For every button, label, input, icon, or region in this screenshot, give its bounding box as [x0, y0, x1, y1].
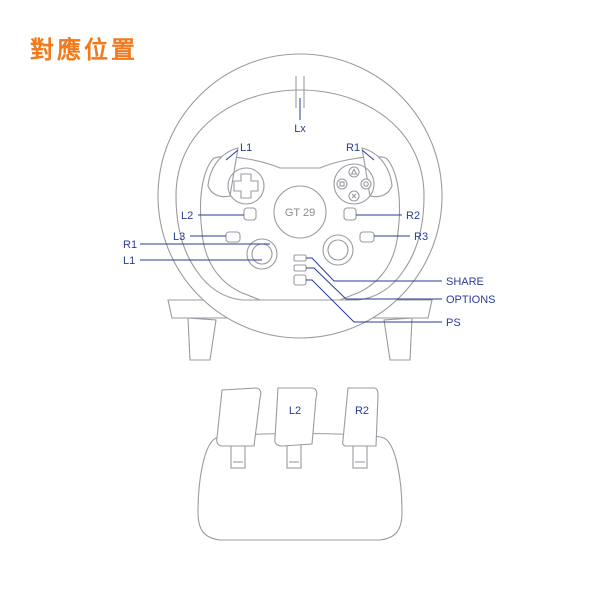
callout-lines — [140, 98, 442, 323]
label-l1-left: L1 — [123, 255, 135, 267]
steering-wheel: GT 29 — [157, 53, 443, 339]
callout-share — [306, 257, 442, 282]
callout-r1-top — [361, 149, 375, 161]
l3-button[interactable] — [225, 231, 241, 243]
label-ps: PS — [446, 317, 461, 329]
brake-pedal[interactable] — [274, 387, 318, 447]
label-r3: R3 — [414, 231, 428, 243]
label-share: SHARE — [446, 276, 484, 288]
triangle-icon — [350, 168, 358, 175]
circle-button[interactable] — [360, 178, 372, 190]
right-rotary-dial[interactable] — [322, 234, 354, 266]
callout-l1-top — [225, 149, 239, 161]
dpad-ring — [227, 167, 265, 205]
pedal-base — [197, 432, 403, 541]
label-pedal-r2: R2 — [355, 405, 369, 417]
label-l3: L3 — [173, 231, 185, 243]
label-r2: R2 — [406, 210, 420, 222]
face-button-ring — [333, 163, 375, 205]
label-pedal-l2: L2 — [289, 405, 301, 417]
callout-ps — [306, 279, 442, 323]
pedal-unit — [197, 387, 403, 541]
label-l1-top: L1 — [240, 142, 252, 154]
throttle-pedal[interactable] — [342, 387, 379, 447]
label-l2: L2 — [181, 210, 193, 222]
r3-button[interactable] — [359, 231, 375, 243]
circle-icon — [363, 181, 369, 187]
square-button[interactable] — [336, 178, 348, 190]
ps-button[interactable] — [293, 274, 307, 286]
cross-icon — [351, 193, 357, 199]
l2-button[interactable] — [243, 207, 257, 221]
label-lx: Lx — [294, 123, 306, 135]
hub-logo-text: GT 29 — [285, 207, 315, 219]
label-r1-left: R1 — [123, 239, 137, 251]
left-stand-leg — [187, 317, 217, 361]
label-r1-top: R1 — [346, 142, 360, 154]
dpad-icon[interactable] — [233, 173, 259, 199]
left-rotary-dial[interactable] — [246, 238, 278, 270]
page-title: 對應位置 — [30, 36, 138, 64]
share-button[interactable] — [293, 254, 307, 262]
right-rotary-dial-inner — [327, 239, 349, 261]
options-button[interactable] — [293, 264, 307, 272]
callout-options — [306, 267, 442, 300]
square-icon — [339, 181, 345, 187]
clutch-pedal[interactable] — [216, 387, 262, 447]
center-hub — [273, 185, 327, 239]
label-options: OPTIONS — [446, 294, 496, 306]
right-stand-leg — [383, 317, 413, 361]
r2-button[interactable] — [343, 207, 357, 221]
